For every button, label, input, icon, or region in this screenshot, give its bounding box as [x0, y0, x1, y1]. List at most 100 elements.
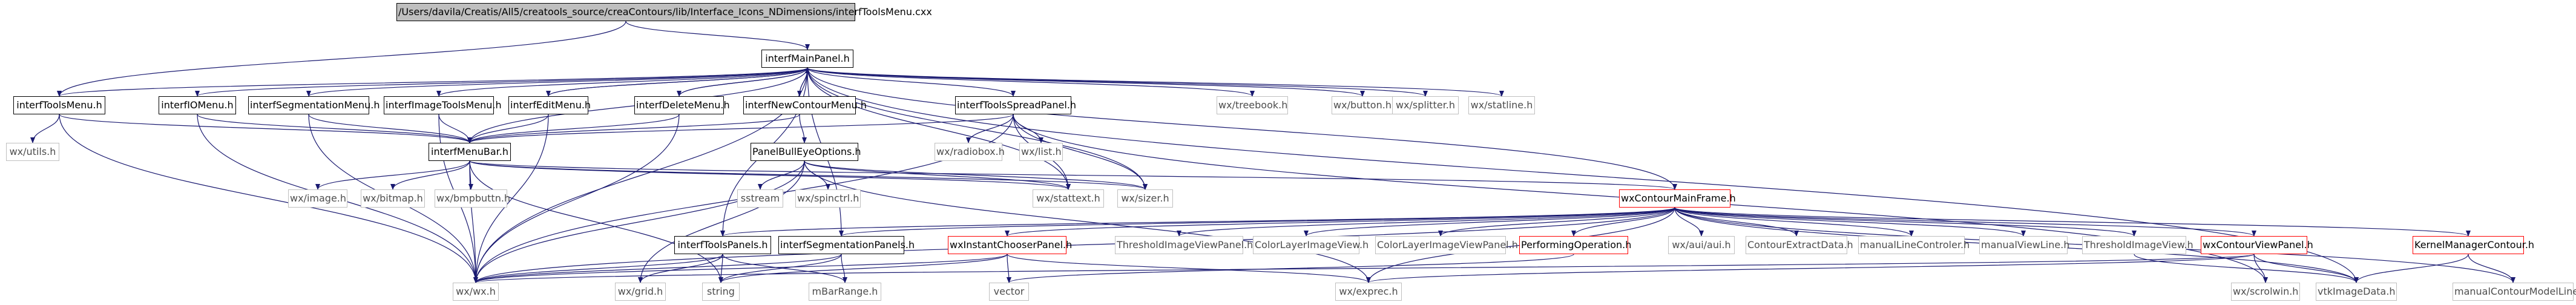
node-wx-radiobox: wx/radiobox.h: [935, 143, 1005, 161]
edge-wxContourMainFrame-to-ThresholdImageViewPanel: [1177, 207, 1675, 237]
node-interfImageToolsMenu[interactable]: interfImageToolsMenu.h: [384, 96, 502, 114]
node-wx-statline: wx/statline.h: [1468, 96, 1535, 114]
edge-wxContourViewPanel-to-vtkImageData: [2253, 254, 2359, 283]
edge-interfMainPanel-to-wxSplitter: [807, 67, 1428, 97]
node-manualLineControler: manualLineControler.h: [1858, 236, 1970, 254]
node-wx-spinctrl: wx/spinctrl.h: [795, 189, 861, 208]
edge-interfSegmentationMenu-to-interfMenuBar: [308, 114, 472, 143]
node-ColorLayerImageView: ColorLayerImageView.h: [1253, 236, 1368, 254]
edge-interfToolsMenu-to-wxWx: [59, 114, 478, 283]
edge-wxContourMainFrame-to-wxContourViewPanel: [1674, 207, 2256, 237]
edge-ThresholdImageView-to-vtkImageData: [2134, 254, 2359, 283]
node-KernelManagerContour[interactable]: KernelManagerContour.h: [2413, 236, 2534, 254]
node-PerformingOperation[interactable]: PerformingOperation.h: [1519, 236, 1631, 254]
edge-interfToolsMenu-to-wxUtils: [30, 114, 60, 143]
edge-wxContourMainFrame-to-manualLineControler: [1674, 207, 1914, 237]
edge-wxContourMainFrame-to-KernelManagerContour: [1674, 207, 2471, 237]
node-string: string: [702, 283, 740, 301]
node-PanelBullEyeOptions[interactable]: PanelBullEyeOptions.h: [751, 143, 861, 161]
edge-wxContourMainFrame-to-ColorLayerImageView: [1304, 207, 1675, 237]
node-interfSegmentationPanels[interactable]: interfSegmentationPanels.h: [778, 236, 915, 254]
node-wx-wx: wx/wx.h: [453, 283, 499, 301]
edge-wxContourMainFrame-to-ColorLayerImageViewPanel: [1438, 207, 1675, 237]
edge-interfNewContourMenu-to-PanelBullEyeOptions: [799, 114, 807, 143]
node-wxContourMainFrame[interactable]: wxContourMainFrame.h: [1619, 189, 1736, 208]
edge-KernelManagerContour-to-manualContourModelLine: [2468, 254, 2515, 283]
edge-interfSegmentationPanels-to-wxWx: [473, 254, 842, 283]
node-vector: vector: [989, 283, 1029, 301]
node-wx-stattext: wx/stattext.h: [1033, 189, 1104, 208]
node-wx-bitmap: wx/bitmap.h: [361, 189, 425, 208]
node-ColorLayerImageViewPanel: ColorLayerImageViewPanel.h: [1375, 236, 1518, 254]
node-wx-grid: wx/grid.h: [615, 283, 666, 301]
edge-interfDeleteMenu-to-wxWx: [473, 114, 680, 283]
edge-PanelBullEyeOptions-to-wxStattext: [804, 160, 1071, 190]
edge-interfMenuBar-to-wxContourMainFrame: [469, 160, 1677, 190]
edge-interfToolsPanels-to-wxGrid: [638, 254, 723, 283]
node-interfToolsMenu[interactable]: interfToolsMenu.h: [13, 96, 105, 114]
node-mBarRange: mBarRange.h: [809, 283, 881, 301]
node-ThresholdImageViewPanel: ThresholdImageViewPanel.h: [1115, 236, 1253, 254]
edge-interfDeleteMenu-to-interfMainPanel: [678, 67, 810, 97]
node-interfEditMenu[interactable]: interfEditMenu.h: [508, 96, 591, 114]
node-manualContourModelLine: manualContourModelLine.h: [2453, 283, 2576, 301]
edge-root-to-interfToolsMenu: [57, 21, 626, 97]
node-wx-button: wx/button.h: [1332, 96, 1393, 114]
edge-wxContourViewPanel-to-wxScrolwin: [2253, 254, 2268, 283]
edge-interfMenuBar-to-string: [469, 160, 723, 283]
edge-interfMainPanel-to-interfImageToolsMenu: [436, 67, 808, 97]
node-interfIOMenu[interactable]: interfIOMenu.h: [159, 96, 236, 114]
edge-interfToolsPanels-to-wxWx: [473, 254, 723, 283]
node-ThresholdImageView: ThresholdImageView.h: [2082, 236, 2193, 254]
node-wx-bmpbuttn: wx/bmpbuttn.h: [435, 189, 510, 208]
edge-PanelBullEyeOptions-to-wxExprec: [804, 160, 1371, 283]
edge-PanelBullEyeOptions-to-wxWx: [473, 160, 805, 283]
node-interfMainPanel[interactable]: interfMainPanel.h: [761, 50, 853, 68]
node-interfDeleteMenu[interactable]: interfDeleteMenu.h: [634, 96, 730, 114]
edge-root-to-interfMainPanel: [625, 21, 810, 50]
edge-interfNewContourMenu-to-interfMainPanel: [799, 67, 810, 97]
edge-interfMainPanel-to-wxSizer: [807, 67, 1148, 190]
node-wx-treebook: wx/treebook.h: [1217, 96, 1288, 114]
edge-interfToolsSpreadPanel-to-interfMenuBar: [467, 114, 1014, 143]
edge-interfMenuBar-to-wxImage: [315, 160, 470, 190]
edge-interfEditMenu-to-interfMainPanel: [548, 67, 810, 97]
edge-wxContourViewPanel-to-wxExprec: [1366, 254, 2255, 283]
node-wx-exprec: wx/exprec.h: [1335, 283, 1402, 301]
node-interfMenuBar[interactable]: interfMenuBar.h: [429, 143, 511, 161]
node-wxInstantChooserPanel[interactable]: wxInstantChooserPanel.h: [948, 236, 1072, 254]
edge-PanelBullEyeOptions-to-sstream: [758, 160, 805, 190]
edge-wxInstantChooserPanel-to-vector: [1006, 254, 1011, 283]
edge-wxContourMainFrame-to-wxAuiAui: [1674, 207, 1704, 237]
edge-interfMainPanel-to-interfSegmentationMenu: [306, 67, 808, 97]
edge-interfMenuBar-to-wxBitmap: [390, 160, 470, 190]
node-interfToolsPanels[interactable]: interfToolsPanels.h: [674, 236, 771, 254]
edge-interfToolsSpreadPanel-to-wxRadiobox: [966, 114, 1014, 143]
edge-wxContourMainFrame-to-wxInstantChooserPanel: [1005, 207, 1675, 237]
edge-interfMainPanel-to-wxStatline: [807, 67, 1504, 97]
edge-wxInstantChooserPanel-to-wxExprec: [1007, 254, 1371, 283]
edge-interfMenuBar-to-wxWx: [469, 160, 478, 283]
node-interfToolsSpreadPanel[interactable]: interfToolsSpreadPanel.h: [955, 96, 1076, 114]
edge-interfMainPanel-to-wxButton: [807, 67, 1365, 97]
edge-interfToolsSpreadPanel-to-wxSizer: [1013, 114, 1148, 190]
edge-PerformingOperation-to-vector: [1007, 254, 1574, 283]
edge-interfMainPanel-to-wxStattext: [807, 67, 1071, 190]
edge-interfMenuBar-to-wxSizer: [469, 160, 1148, 190]
node-wx-image: wx/image.h: [288, 189, 347, 208]
node-wx-splitter: wx/splitter.h: [1392, 96, 1459, 114]
node-interfNewContourMenu[interactable]: interfNewContourMenu.h: [743, 96, 867, 114]
edge-wxContourMainFrame-to-manualViewLine: [1674, 207, 2026, 237]
edge-wxInstantChooserPanel-to-string: [718, 254, 1008, 283]
node-wxContourViewPanel[interactable]: wxContourViewPanel.h: [2201, 236, 2313, 254]
edge-KernelManagerContour-to-vtkImageData: [2354, 254, 2469, 283]
edge-interfSegmentationPanels-to-string: [718, 254, 842, 283]
node-wx-scrolwin: wx/scrolwin.h: [2231, 283, 2300, 301]
node-wx-utils: wx/utils.h: [6, 143, 59, 161]
edge-wxContourMainFrame-to-interfSegmentationPanels: [839, 207, 1675, 237]
edge-wxContourMainFrame-to-ThresholdImageView: [1674, 207, 2137, 237]
node-interfSegmentationMenu[interactable]: interfSegmentationMenu.h: [248, 96, 380, 114]
edge-wxContourMainFrame-to-PerformingOperation: [1571, 207, 1675, 237]
